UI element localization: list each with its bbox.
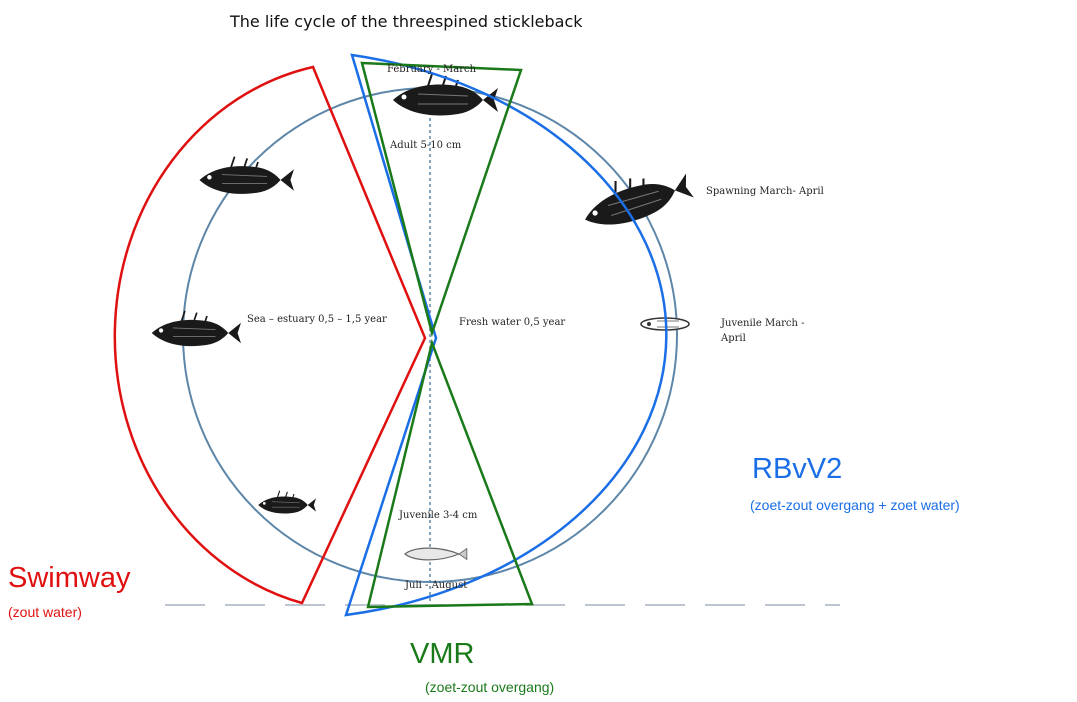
stage-top-label: February - March	[387, 64, 477, 75]
swimway-label: Swimway	[8, 562, 131, 594]
diagram-title: The life cycle of the threespined stickl…	[230, 12, 583, 31]
stage-juvenile-bottom-label: Juvenile 3-4 cm	[399, 510, 478, 521]
fish-juvenile-icon	[404, 547, 468, 561]
stage-fresh-label: Fresh water 0,5 year	[459, 317, 566, 328]
fish-sea-icon	[150, 310, 242, 347]
rbvv2-label: RBvV2	[752, 453, 843, 485]
swimway-region-outline	[113, 65, 427, 605]
fish-sea-icon	[257, 490, 317, 515]
stage-adult-label: Adult 5-10 cm	[390, 140, 462, 151]
stage-juvenile-right-label: Juvenile March -	[721, 318, 805, 329]
stage-juvenile-right-label-2: April	[721, 333, 746, 344]
vmr-label: VMR	[410, 638, 475, 670]
stage-bottom-label: Juli - August	[405, 580, 468, 591]
vmr-top-triangle	[360, 61, 523, 338]
fish-sea-icon	[198, 155, 295, 195]
stage-spawning-label: Spawning March- April	[706, 186, 824, 197]
vmr-bottom-triangle	[366, 338, 534, 609]
fish-adult-icon	[392, 73, 499, 117]
vmr-sublabel: (zoet-zout overgang)	[425, 679, 555, 695]
rbvv2-region-outline	[344, 53, 668, 617]
rbvv2-sublabel: (zoet-zout overgang + zoet water)	[750, 497, 960, 513]
stage-sea-label: Sea – estuary 0,5 – 1,5 year	[247, 314, 387, 325]
swimway-sublabel: (zout water)	[8, 604, 82, 620]
